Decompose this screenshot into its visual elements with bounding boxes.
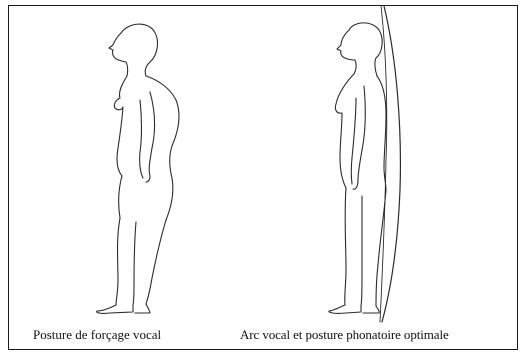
caption-forced-posture: Posture de forçage vocal xyxy=(33,327,161,343)
figure-optimal-posture xyxy=(329,6,401,322)
caption-optimal-posture: Arc vocal et posture phonatoire optimale xyxy=(240,327,449,343)
figure-forced-posture xyxy=(97,24,179,313)
